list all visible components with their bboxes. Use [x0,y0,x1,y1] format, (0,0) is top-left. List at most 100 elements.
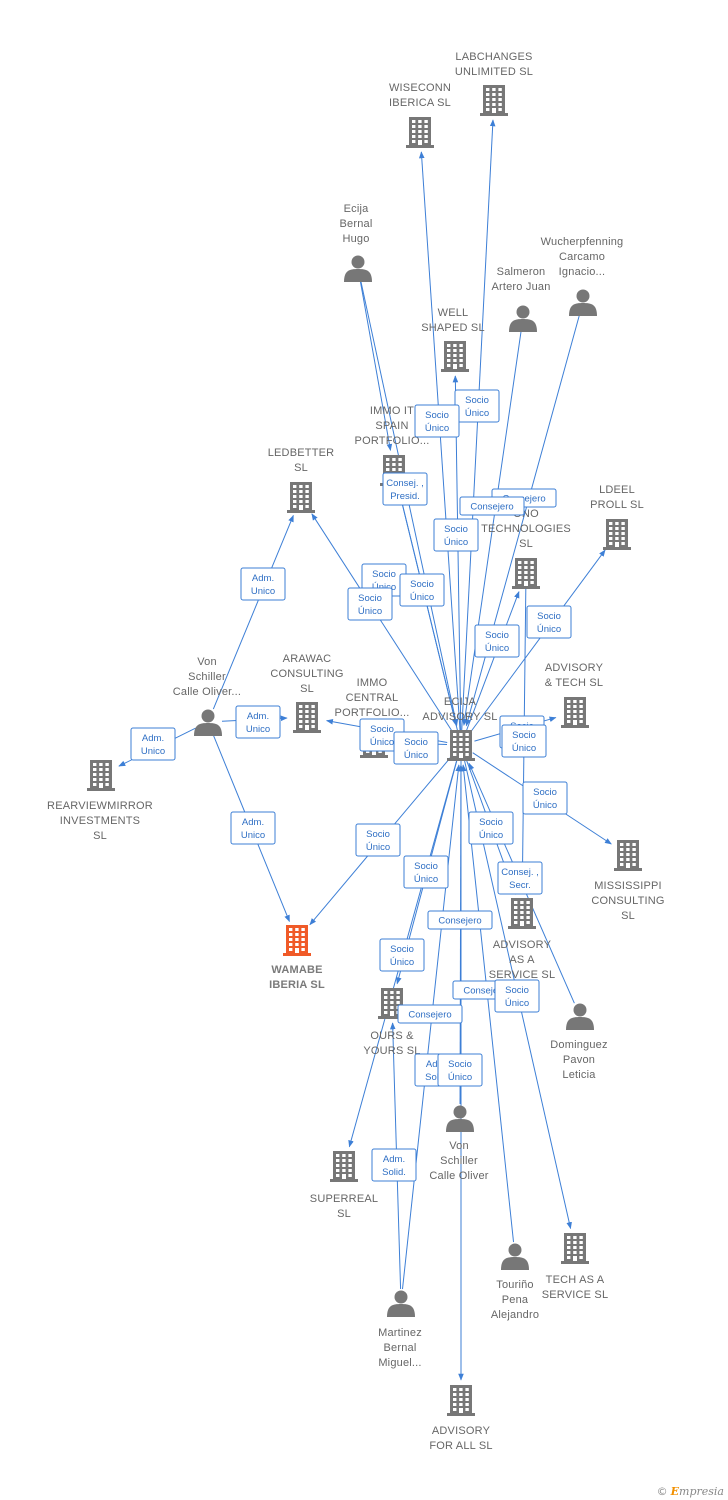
node-label-line: Artero Juan [491,281,550,293]
relation-label-line: Socio [537,611,561,622]
relation-label-text: Adm.Unico [246,711,270,735]
node-label-line: TECHNOLOGIES [481,523,571,535]
person-icon [509,305,537,332]
node-label: OURS &YOURS SL [363,1030,420,1057]
node-label-line: OURS & [370,1030,414,1042]
relation-label[interactable]: Consej. ,Presid. [382,472,428,506]
footer-brand[interactable]: ©Empresia [657,1485,724,1498]
relation-label-line: Adm. [142,733,164,744]
relation-label[interactable]: Adm.Unico [240,567,286,601]
relation-label-box [427,910,493,930]
relation-label[interactable]: Consejero [459,496,525,516]
relation-label[interactable]: Consej. ,Secr. [497,861,543,895]
relation-label[interactable]: Adm.Solid. [371,1148,417,1182]
relation-label-box [393,731,439,765]
relation-label-line: Socio [366,829,390,840]
node-label: ADVISORY& TECH SL [545,662,604,689]
relation-label[interactable]: Consejero [427,910,493,930]
node-adv_tech[interactable]: ADVISORY& TECH SL [545,662,604,728]
relation-label-box [130,727,176,761]
relation-label-line: Adm. [247,711,269,722]
relation-label-box [379,938,425,972]
node-label-line: INVESTMENTS [60,815,140,827]
edge-ecija_adv-to-ldeel [468,549,606,735]
relation-label[interactable]: Adm. Unico [130,727,176,761]
relation-label-text: Consejero [408,1010,451,1021]
relation-label-line: Único [537,624,561,635]
node-label-line: Hugo [342,233,369,245]
relation-label[interactable]: Consejero [397,1004,463,1024]
edge-martinez-to-ecija_adv [401,764,461,1290]
node-label-line: FOR ALL SL [429,1440,492,1452]
relation-label[interactable]: Adm.Unico [235,705,281,739]
relation-label[interactable]: Adm.Unico [230,811,276,845]
building-icon [87,760,115,791]
relation-label-line: Socio [479,817,503,828]
node-label-line: Carcamo [559,251,605,263]
person-icon [501,1243,529,1270]
building-icon [561,1233,589,1264]
node-label-line: CONSULTING [270,668,343,680]
relation-label-text: Consej. ,Presid. [386,478,424,502]
relation-label-line: Unico [141,746,165,757]
relation-label-line: Único [425,423,449,434]
relation-label-line: Adm. [383,1154,405,1165]
relation-label-line: Consejero [438,916,481,927]
node-label-line: WISECONN [389,82,451,94]
relation-label-box [501,724,547,758]
relation-label-box [355,823,401,857]
node-label-line: ADVISORY [545,662,604,674]
relation-label-line: Único [479,830,503,841]
